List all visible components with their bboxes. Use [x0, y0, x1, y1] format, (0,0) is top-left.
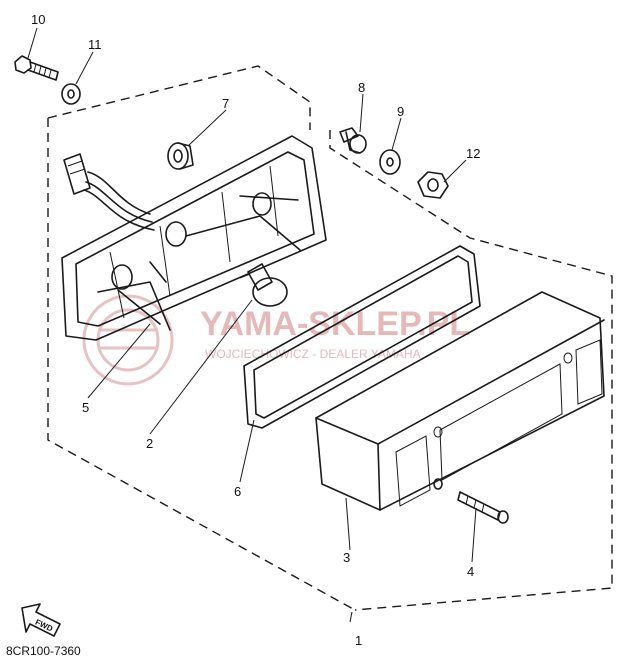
assembly-boundary [47, 65, 613, 611]
leader-lines [27, 27, 477, 623]
fwd-arrow: FWD [21, 603, 61, 637]
callout-7: 7 [222, 96, 229, 111]
gasket-6 [243, 245, 481, 429]
washer-9 [379, 149, 401, 175]
callout-11: 11 [88, 37, 102, 52]
grommet-7 [167, 142, 194, 170]
washer-11 [61, 83, 81, 105]
lens-3 [315, 291, 605, 511]
wire-connector [63, 153, 155, 231]
lamp-base-5 [61, 135, 327, 341]
collar-8 [339, 127, 367, 154]
callout-3: 3 [343, 550, 350, 565]
callout-4: 4 [467, 564, 474, 579]
callout-5: 5 [82, 400, 89, 415]
screw-4 [457, 491, 509, 524]
callout-2: 2 [146, 436, 153, 451]
diagram-code: 8CR100-7360 [6, 644, 81, 658]
callout-6: 6 [234, 484, 241, 499]
nut-12 [417, 171, 449, 199]
callout-1: 1 [355, 633, 362, 648]
callout-numbers: 1 2 3 4 5 6 7 8 9 10 11 12 [31, 12, 480, 648]
callout-9: 9 [397, 104, 404, 119]
callout-8: 8 [358, 80, 365, 95]
bulb-2 [239, 263, 288, 307]
callout-12: 12 [466, 146, 480, 161]
callout-10: 10 [31, 12, 45, 27]
bolt-10 [14, 55, 59, 81]
watermark-logo [82, 294, 174, 386]
